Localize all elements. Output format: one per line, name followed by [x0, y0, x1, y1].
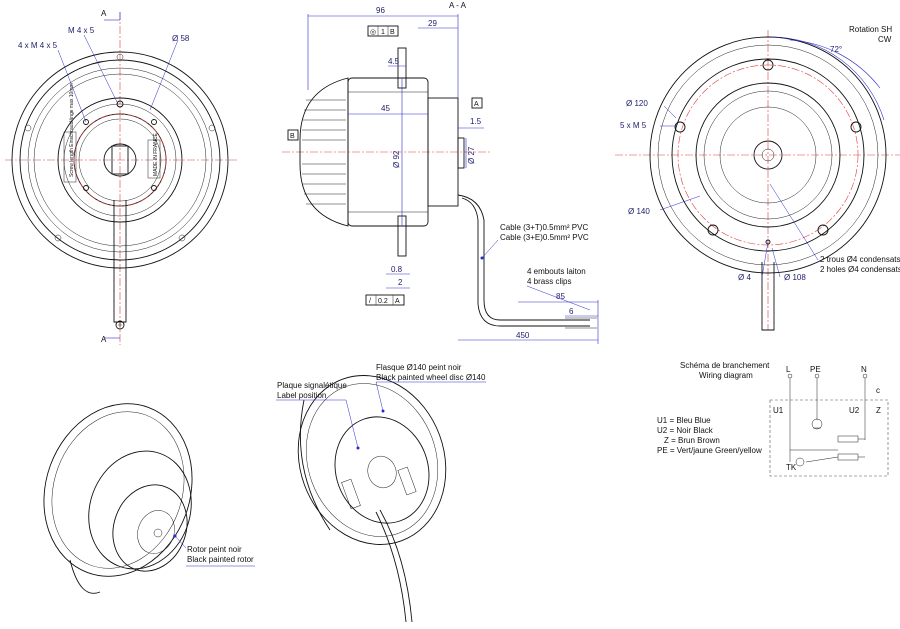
datum-b: B: [290, 133, 295, 140]
fcf-bottom-symbol: /: [369, 298, 371, 305]
section-title: A - A: [449, 1, 467, 10]
dim-4-5: 4.5: [388, 57, 400, 66]
term-n: N: [861, 365, 867, 374]
dim-6: 6: [569, 307, 574, 316]
rotor-label-2: Black painted rotor: [187, 555, 254, 564]
dim-45: 45: [381, 104, 390, 113]
front-view: A A M 4 x 5 4 x M 4 x 5 Ø 58 Screw lengt…: [5, 9, 238, 345]
section-mark-top: A: [101, 9, 107, 18]
term-l: L: [786, 365, 791, 374]
legend-u2: U2 = Noir Black: [657, 426, 714, 435]
rotation-label-1: Rotation SH: [849, 25, 892, 34]
term-tk: TK: [786, 463, 797, 472]
holes-label-2: 2 holes Ø4 condensats: [820, 265, 900, 274]
cable-label-1: Cable (3+T)0.5mm² PVC: [500, 223, 588, 232]
dim-5xm5: 5 x M 5: [620, 121, 647, 130]
dim-0-8: 0.8: [391, 265, 403, 274]
callout-m4x5: M 4 x 5: [68, 26, 95, 35]
fcf-top-ref: B: [390, 29, 395, 36]
term-pe: PE: [810, 365, 821, 374]
legend-pe: PE = Vert/jaune Green/yellow: [657, 446, 762, 455]
datum-a: A: [474, 101, 479, 108]
disc-label-2: Black painted wheel disc Ø140: [376, 373, 486, 382]
holes-label-1: 2 trous Ø4 condensats: [820, 255, 900, 264]
rotor-label-1: Rotor peint noir: [187, 545, 242, 554]
fcf-top-symbol: ◎: [370, 29, 376, 36]
plate-label-1: Plaque signalétique: [277, 381, 347, 390]
dim-d4: Ø 4: [738, 273, 751, 282]
dim-d108: Ø 108: [784, 273, 806, 282]
dim-d27: Ø 27: [467, 146, 476, 164]
legend-u1: U1 = Bleu Blue: [657, 416, 711, 425]
dim-85: 85: [556, 292, 565, 301]
label-screw-length: Screw length Einschraublänge max 10mm: [69, 83, 75, 177]
dim-450: 450: [516, 331, 530, 340]
wiring-title-2: Wiring diagram: [699, 371, 753, 380]
term-u2: U2: [849, 406, 860, 415]
wiring-diagram: Schéma de branchement Wiring diagram L P…: [657, 361, 889, 477]
label-made-in: MADE IN FRANCE: [153, 133, 159, 176]
callout-d58: Ø 58: [172, 34, 190, 43]
dim-d92: Ø 92: [392, 150, 401, 168]
rotation-label-2: CW: [878, 35, 892, 44]
fcf-bottom-value: 0.2: [378, 298, 388, 305]
section-mark-bottom: A: [101, 335, 107, 344]
disc-label-1: Flasque Ø140 peint noir: [376, 363, 462, 372]
term-z: Z: [876, 406, 881, 415]
dim-96: 96: [376, 6, 385, 15]
clips-label-2: 4 brass clips: [527, 277, 571, 286]
dim-29: 29: [428, 19, 437, 28]
fcf-bottom-ref: A: [395, 298, 400, 305]
dim-2: 2: [398, 278, 403, 287]
iso-view-rotor: Rotor peint noir Black painted rotor: [43, 403, 255, 594]
clips-label-1: 4 embouts laiton: [527, 267, 586, 276]
wiring-title-1: Schéma de branchement: [680, 361, 770, 370]
plate-label-2: Label position: [277, 391, 326, 400]
dim-d120: Ø 120: [626, 99, 648, 108]
section-view: A - A 96 29 ◎ 1 B 4.5 45 Ø 92 Ø 27: [282, 1, 599, 344]
dim-72-deg: 72°: [830, 45, 842, 54]
dim-1-5: 1.5: [470, 117, 482, 126]
legend-z: Z = Brun Brown: [664, 436, 720, 445]
term-c: c: [876, 386, 880, 395]
dim-d140: Ø 140: [628, 207, 650, 216]
term-u1: U1: [773, 406, 784, 415]
iso-view-disc: Plaque signalétique Label position Flasq…: [276, 363, 486, 623]
callout-4xm4x5: 4 x M 4 x 5: [18, 41, 58, 50]
cable-label-2: Cable (3+E)0.5mm² PVC: [500, 233, 589, 242]
fcf-top-value: 1: [381, 29, 385, 36]
rear-view: Rotation SH CW 72° Ø 120 5 x M 5 Ø 140 Ø…: [615, 25, 900, 331]
